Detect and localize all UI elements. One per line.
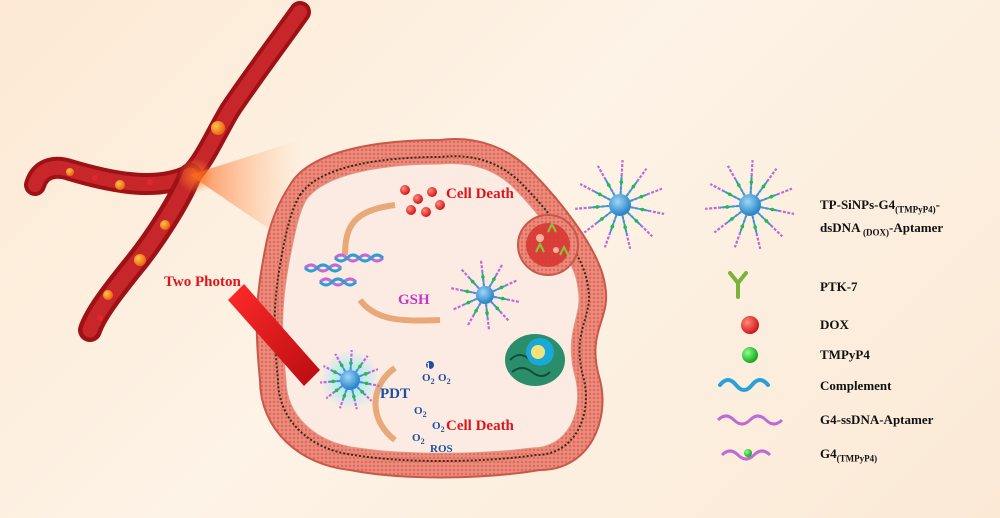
nanoparticle-outside [575, 160, 665, 250]
nanoparticle-activated [320, 349, 380, 410]
vessel-particles [66, 121, 225, 321]
dsdna-strands [303, 253, 385, 287]
nanoparticle-icon [705, 160, 795, 250]
two-photon-label: Two Photon [164, 274, 241, 290]
g4-ssdna-aptamer-icon [716, 414, 784, 426]
legend-label-ptk7: PTK-7 [820, 279, 858, 294]
legend-label-g4-tmpyp4: G4(TMPyP4) [820, 446, 878, 464]
nanoparticles [320, 160, 795, 410]
legend-label-dox: DOX [820, 317, 849, 332]
g4-tmpyp4-icon [720, 449, 772, 461]
o2-label: O2 [412, 432, 425, 447]
tmpyp4-dot-icon [742, 347, 758, 363]
gsh-label: GSH [398, 292, 430, 308]
o2-label: O2 [438, 372, 451, 387]
ptk7-receptor-icon [728, 271, 748, 299]
singlet-oxygen: 1 [426, 361, 434, 371]
o2-label: O2 [414, 405, 427, 420]
cell-death-top-label: Cell Death [446, 186, 514, 202]
ros-label: ROS [430, 443, 453, 455]
svg-text:1: 1 [426, 361, 431, 371]
o2-label: O2 [422, 372, 435, 387]
two-photon-laser [228, 284, 320, 386]
cell-death-bottom-label: Cell Death [446, 418, 514, 434]
legend-icons [716, 271, 784, 461]
dox-dot-icon [741, 316, 759, 334]
pdt-label: PDT [380, 386, 410, 402]
nucleus [505, 334, 565, 386]
complement-strand-icon [718, 378, 770, 392]
process-arrows [342, 202, 441, 443]
endocytosis-vesicle [517, 214, 579, 276]
dox-release-dots [400, 185, 445, 217]
o2-label: O2 [432, 420, 445, 435]
legend-label-nanoparticle: TP-SiNPs-G4(TMPyP4)- dsDNA (DOX)-Aptamer [820, 197, 944, 238]
legend-label-tmpyp4: TMPyP4 [820, 347, 870, 362]
legend-label-g4-ssdna-aptamer: G4-ssDNA-Aptamer [820, 412, 934, 427]
legend-label-complement: Complement [820, 378, 892, 393]
nanoparticle-inside [450, 260, 520, 330]
